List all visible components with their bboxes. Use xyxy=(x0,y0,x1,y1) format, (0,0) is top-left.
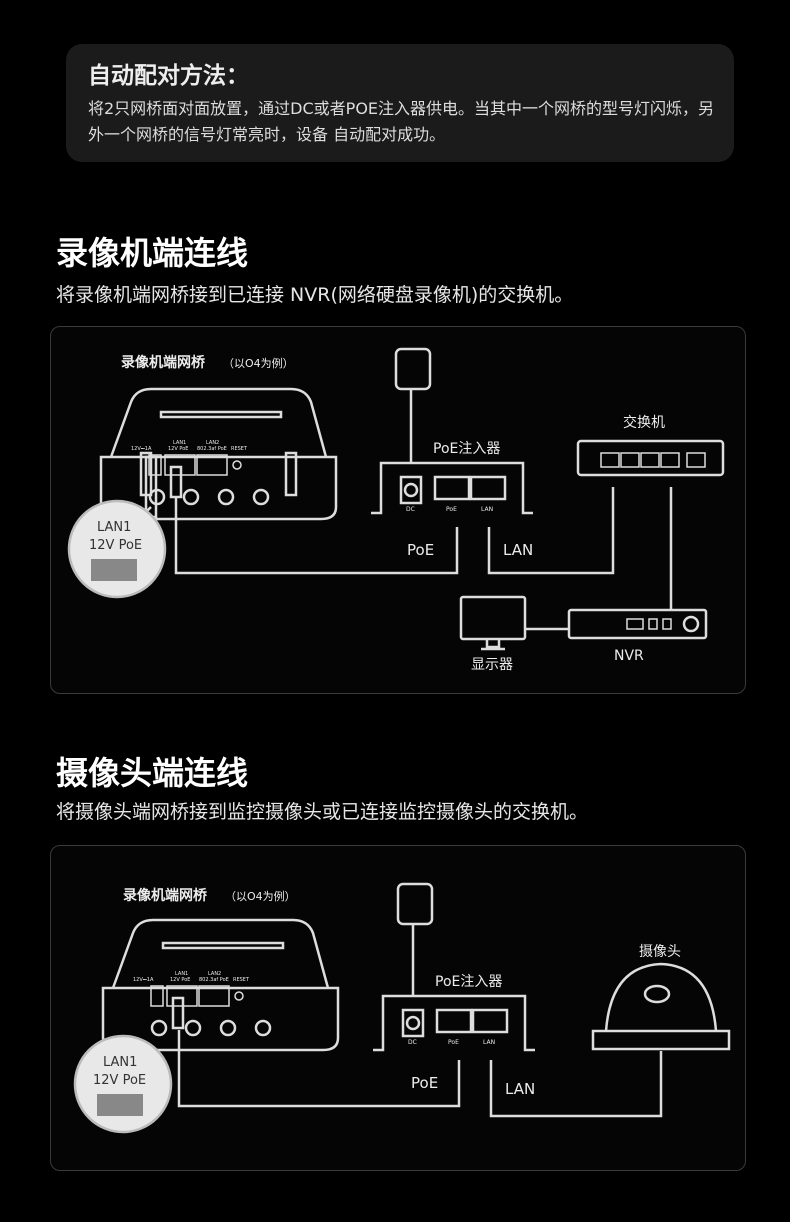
svg-text:DC: DC xyxy=(408,1039,417,1046)
nvr-label: NVR xyxy=(614,648,644,664)
lan-cable xyxy=(489,1051,663,1118)
poe-cable xyxy=(174,497,459,575)
switch-label: 交换机 xyxy=(623,414,665,431)
svg-text:LAN1: LAN1 xyxy=(175,971,188,977)
lan1-callout: LAN1 12V PoE xyxy=(67,499,167,599)
pairing-method-card: 自动配对方法： 将2只网桥面对面放置，通过DC或者POE注入器供电。当其中一个网… xyxy=(66,44,734,162)
port-lan2-sub: 802.3af PoE xyxy=(197,446,227,452)
svg-text:LAN1: LAN1 xyxy=(97,520,131,535)
camera-section-title: 摄像头端连线 xyxy=(56,754,249,792)
poe-injector-icon xyxy=(373,994,535,1052)
poe-cable-label: PoE xyxy=(407,541,434,559)
lan1-callout: LAN1 12V PoE xyxy=(73,1034,173,1134)
poe-cable-label: PoE xyxy=(411,1074,438,1092)
bridge-device-icon xyxy=(101,918,340,1052)
svg-text:802.3af PoE: 802.3af PoE xyxy=(199,977,229,983)
nvr-section-title: 录像机端连线 xyxy=(56,234,249,272)
lan-cable-label: LAN xyxy=(505,1080,535,1098)
svg-text:12V PoE: 12V PoE xyxy=(170,977,190,983)
port-lan1-label: LAN1 xyxy=(173,440,186,446)
camera-icon xyxy=(591,962,731,1051)
svg-text:RESET: RESET xyxy=(233,977,250,983)
bridge-device-icon xyxy=(99,387,338,521)
monitor-label: 显示器 xyxy=(471,657,513,673)
power-adapter-icon xyxy=(394,347,432,463)
injector-label: PoE注入器 xyxy=(433,441,500,457)
bridge-note: （以O4为例） xyxy=(225,889,296,903)
switch-icon xyxy=(576,439,725,477)
lan-cable-label: LAN xyxy=(503,541,533,559)
svg-text:12V PoE: 12V PoE xyxy=(89,538,142,553)
camera-label: 摄像头 xyxy=(639,944,681,960)
lan-cable xyxy=(487,487,615,575)
svg-text:LAN: LAN xyxy=(481,506,493,513)
injector-label: PoE注入器 xyxy=(435,974,502,990)
nvr-wiring-diagram: 录像机端网桥 （以O4为例） 12V⎓1A LAN1 12V PoE LAN2 … xyxy=(50,326,746,694)
nvr-section-subtitle: 将录像机端网桥接到已连接 NVR(网络硬盘录像机)的交换机。 xyxy=(56,284,574,306)
svg-text:LAN2: LAN2 xyxy=(208,971,221,977)
svg-text:PoE: PoE xyxy=(446,506,457,513)
pairing-text: 将2只网桥面对面放置，通过DC或者POE注入器供电。当其中一个网桥的型号灯闪烁，… xyxy=(88,99,715,144)
svg-text:PoE: PoE xyxy=(448,1039,459,1046)
svg-text:12V⎓1A: 12V⎓1A xyxy=(133,977,154,983)
port-reset-label: RESET xyxy=(231,446,248,452)
bridge-label: 录像机端网桥 xyxy=(123,887,208,904)
svg-text:LAN: LAN xyxy=(483,1039,495,1046)
camera-section-subtitle: 将摄像头端网桥接到监控摄像头或已连接监控摄像头的交换机。 xyxy=(56,801,589,823)
port-power-label: 12V⎓1A xyxy=(131,446,152,452)
port-lan2-label: LAN2 xyxy=(206,440,219,446)
nvr-icon xyxy=(567,608,708,640)
poe-cable xyxy=(177,1030,461,1108)
bridge-label: 录像机端网桥 xyxy=(121,354,206,371)
svg-text:DC: DC xyxy=(406,506,415,513)
svg-text:12V PoE: 12V PoE xyxy=(93,1073,146,1088)
svg-text:LAN1: LAN1 xyxy=(103,1055,137,1070)
monitor-icon xyxy=(459,595,527,651)
pairing-title: 自动配对方法： xyxy=(88,63,249,89)
power-adapter-icon xyxy=(396,882,434,996)
camera-wiring-diagram: 录像机端网桥 （以O4为例） 12V⎓1A LAN1 12V PoE LAN2 … xyxy=(50,845,746,1171)
poe-injector-icon xyxy=(371,461,533,515)
bridge-note: （以O4为例） xyxy=(223,356,294,370)
port-lan1-sub: 12V PoE xyxy=(168,446,188,452)
